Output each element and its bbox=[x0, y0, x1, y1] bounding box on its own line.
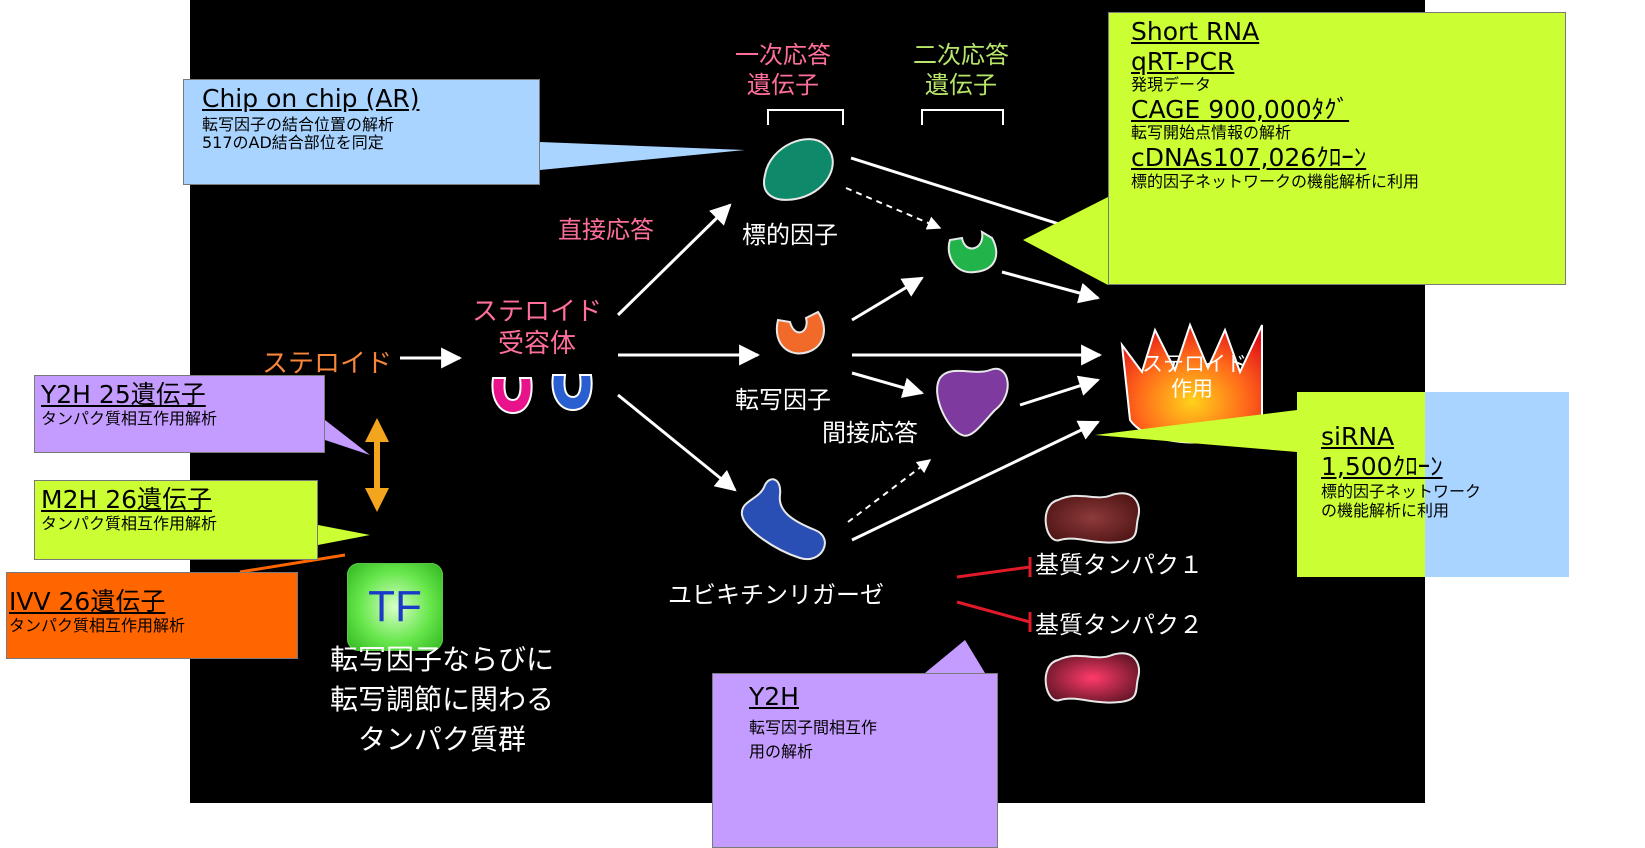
ivv-26-title: IVV 26遺伝子 bbox=[9, 587, 166, 616]
arrow-to-target bbox=[616, 203, 732, 317]
sirna-callout-blue-panel bbox=[1425, 392, 1569, 577]
tss-analysis-text: 転写開始点情報の解析 bbox=[1131, 123, 1292, 143]
m2h-26-title: M2H 26遺伝子 bbox=[41, 485, 213, 514]
sirna-callout-tail bbox=[1095, 410, 1297, 452]
sirna-clones-title: 1,500ｸﾛｰﾝ bbox=[1321, 452, 1443, 481]
sirna-callout-text: siRNA 1,500ｸﾛｰﾝ 標的因子ネットワーク の機能解析に利用 bbox=[1321, 422, 1481, 520]
chip-callout-line1: 転写因子の結合位置の解析 bbox=[202, 114, 395, 134]
receptor-label-line2: 受容体 bbox=[498, 329, 577, 359]
secondary-response-header: 二次応答 遺伝子 bbox=[913, 40, 1009, 100]
expression-data-text: 発現データ bbox=[1131, 75, 1212, 94]
tf-caption-line1: 転写因子ならびに bbox=[329, 643, 554, 676]
substrate1-label: 基質タンパク１ bbox=[1035, 551, 1203, 579]
y2h-bottom-line2: 用の解析 bbox=[749, 742, 814, 762]
tf-to-purple-arrow bbox=[851, 371, 925, 398]
tf-to-green-arrow bbox=[851, 276, 924, 322]
ivv-callout-tail bbox=[239, 553, 346, 574]
tf-caption: 転写因子ならびに 転写調節に関わる タンパク質群 bbox=[282, 640, 602, 760]
sirna-line1: 標的因子ネットワーク bbox=[1321, 482, 1482, 501]
y2h-25-title: Y2H 25遺伝子 bbox=[41, 380, 206, 409]
direct-response-label: 直接応答 bbox=[558, 216, 654, 244]
purple-to-action-arrow bbox=[1019, 375, 1100, 407]
secondary-purple-blob bbox=[936, 367, 1009, 437]
target-to-secondary-dashed bbox=[845, 187, 942, 230]
receptor-label: ステロイド 受容体 bbox=[472, 296, 602, 360]
tf-label: 転写因子 bbox=[735, 386, 831, 414]
network-analysis-text: 標的因子ネットワークの機能解析に利用 bbox=[1131, 171, 1420, 191]
chip-callout-line2: 517のAD結合部位を同定 bbox=[202, 133, 384, 153]
steroid-action-line1: ステロイド bbox=[1142, 352, 1247, 376]
m2h-callout-tail bbox=[318, 525, 370, 545]
receptor-pink-icon bbox=[491, 377, 533, 415]
ligase-blue-blob bbox=[740, 478, 826, 561]
ivv-26-subtitle: タンパク質相互作用解析 bbox=[9, 615, 186, 635]
ivv-26-callout: IVV 26遺伝子 タンパク質相互作用解析 bbox=[6, 572, 298, 659]
m2h-26-subtitle: タンパク質相互作用解析 bbox=[41, 513, 218, 533]
secondary-header-line2: 遺伝子 bbox=[925, 71, 997, 99]
y2h-bottom-callout: Y2H 転写因子間相互作 用の解析 bbox=[712, 673, 998, 848]
steroid-action-label: ステロイド 作用 bbox=[1142, 352, 1247, 402]
tf-caption-line3: タンパク質群 bbox=[357, 723, 526, 756]
tf-box bbox=[347, 563, 443, 651]
sirna-line2: の機能解析に利用 bbox=[1321, 501, 1450, 521]
arrow-to-ligase bbox=[617, 393, 737, 492]
inhibit-substrate2 bbox=[956, 600, 1032, 632]
substrate2-blob bbox=[1044, 652, 1140, 704]
ligase-to-action-arrow bbox=[851, 420, 1100, 542]
y2h-bottom-line1: 転写因子間相互作 bbox=[749, 717, 878, 737]
ubiquitin-ligase-label: ユビキチンリガーゼ bbox=[668, 581, 884, 609]
inhibit-substrate1 bbox=[956, 557, 1032, 579]
substrate1-blob bbox=[1044, 492, 1140, 544]
secondary-green-blob bbox=[947, 230, 998, 274]
cage-title: CAGE 900,000ﾀｸﾞ bbox=[1131, 94, 1350, 124]
short-rna-title: Short RNA bbox=[1131, 17, 1260, 46]
y2h-bottom-title: Y2H bbox=[749, 682, 799, 711]
secondary-bracket bbox=[921, 109, 1004, 125]
y2h-25-callout: Y2H 25遺伝子 タンパク質相互作用解析 bbox=[34, 375, 325, 453]
chip-callout-title: Chip on chip (AR) bbox=[202, 84, 420, 113]
short-rna-callout: Short RNA qRT-PCR 発現データ CAGE 900,000ﾀｸﾞ … bbox=[1108, 12, 1566, 285]
sirna-callout: siRNA 1,500ｸﾛｰﾝ 標的因子ネットワーク の機能解析に利用 bbox=[1297, 392, 1569, 577]
cdnas-title: cDNAs107,026ｸﾛｰﾝ bbox=[1131, 143, 1367, 173]
ligase-to-purple-dashed bbox=[847, 459, 932, 523]
chip-callout-tail bbox=[540, 142, 745, 170]
target-factor-blob bbox=[763, 138, 834, 201]
qrt-pcr-title: qRT-PCR bbox=[1131, 46, 1235, 76]
steroid-label: ステロイド bbox=[262, 349, 393, 379]
primary-bracket bbox=[767, 109, 844, 125]
short-rna-callout-tail bbox=[1023, 197, 1108, 285]
primary-response-header: 一次応答 遺伝子 bbox=[735, 40, 831, 100]
y2h-25-subtitle: タンパク質相互作用解析 bbox=[41, 408, 218, 428]
primary-header-line1: 一次応答 bbox=[735, 41, 831, 69]
steroid-action-line2: 作用 bbox=[1171, 377, 1213, 401]
chip-on-chip-callout: Chip on chip (AR) 転写因子の結合位置の解析 517のAD結合部… bbox=[183, 79, 540, 185]
m2h-26-callout: M2H 26遺伝子 タンパク質相互作用解析 bbox=[34, 480, 318, 560]
sirna-title: siRNA bbox=[1321, 422, 1395, 451]
tf-box-label: TF bbox=[368, 582, 422, 631]
indirect-response-label: 間接応答 bbox=[822, 419, 918, 447]
y2h-bottom-callout-tail bbox=[925, 640, 985, 673]
receptor-blue-icon bbox=[551, 374, 593, 412]
tf-orange-blob bbox=[775, 310, 825, 355]
substrate2-label: 基質タンパク２ bbox=[1035, 611, 1203, 639]
y2h25-callout-tail bbox=[325, 420, 370, 455]
primary-header-line2: 遺伝子 bbox=[747, 71, 819, 99]
receptor-label-line1: ステロイド bbox=[472, 297, 603, 327]
secondary-header-line1: 二次応答 bbox=[913, 41, 1009, 69]
tf-caption-line2: 転写調節に関わる bbox=[329, 683, 554, 716]
green-to-action-arrow bbox=[1001, 270, 1101, 304]
target-factor-label: 標的因子 bbox=[742, 221, 838, 249]
